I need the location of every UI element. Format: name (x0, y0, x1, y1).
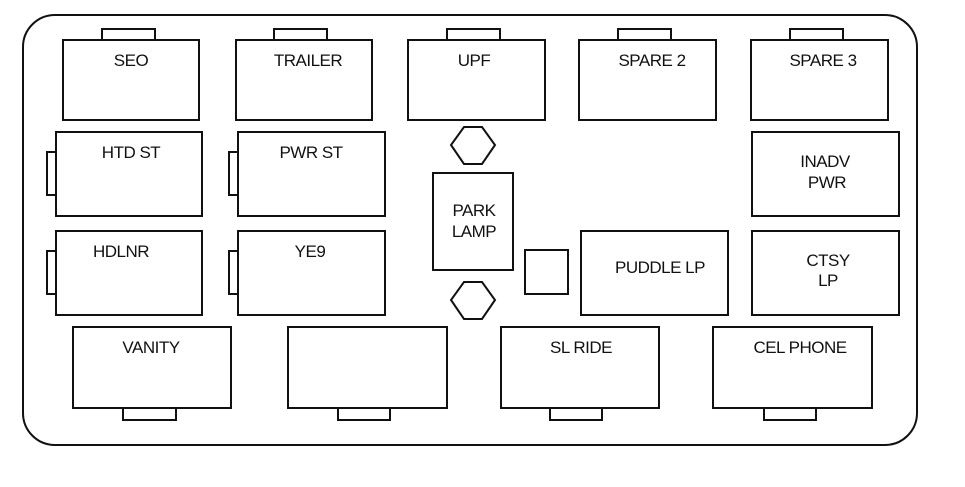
relay-label: PWR (808, 173, 846, 192)
relay-sl-ride: SL RIDE (500, 326, 660, 421)
relay-label: PWR ST (279, 143, 342, 162)
relay-htd-st: HTD ST (46, 131, 203, 217)
relay-hdlnr: HDLNR (46, 230, 203, 316)
relay-label: CEL PHONE (753, 338, 846, 357)
hex-connector-bottom (449, 281, 497, 320)
relay-unlabeled (287, 326, 448, 421)
fuse-label: SPARE 3 (789, 51, 856, 70)
relay-label: LAMP (452, 222, 496, 241)
small-fuse-slot (524, 249, 569, 295)
fuse-label: SPARE 2 (618, 51, 685, 70)
relay-label: HDLNR (93, 242, 149, 261)
relay-pwr-st: PWR ST (228, 131, 386, 217)
fuse-label: TRAILER (274, 51, 343, 70)
fuse-upf: UPF (407, 28, 546, 121)
relay-label: HTD ST (102, 143, 161, 162)
relay-label: INADV (800, 152, 851, 171)
relay-label: LP (818, 271, 838, 290)
relay-label: PARK (452, 201, 496, 220)
relay-inadv-pwr: INADV PWR (751, 131, 900, 217)
fuse-label: UPF (458, 51, 491, 70)
relay-label: SL RIDE (550, 338, 612, 357)
relay-label: PUDDLE LP (615, 258, 705, 277)
relay-label: CTSY (806, 251, 850, 270)
relay-ye9: YE9 (228, 230, 386, 316)
relay-label: YE9 (295, 242, 326, 261)
fuse-label: SEO (114, 51, 149, 70)
relay-puddle-lp: PUDDLE LP (580, 230, 729, 316)
relay-ctsy-lp: CTSY LP (751, 230, 900, 316)
hex-connector-top (449, 126, 497, 165)
fuse-spare-3: SPARE 3 (750, 28, 889, 121)
fuse-spare-2: SPARE 2 (578, 28, 717, 121)
fuse-trailer: TRAILER (235, 28, 373, 121)
fuse-seo: SEO (62, 28, 200, 121)
relay-park-lamp: PARK LAMP (432, 172, 514, 271)
relay-label: VANITY (122, 338, 179, 357)
relay-vanity: VANITY (72, 326, 232, 421)
relay-cel-phone: CEL PHONE (712, 326, 873, 421)
